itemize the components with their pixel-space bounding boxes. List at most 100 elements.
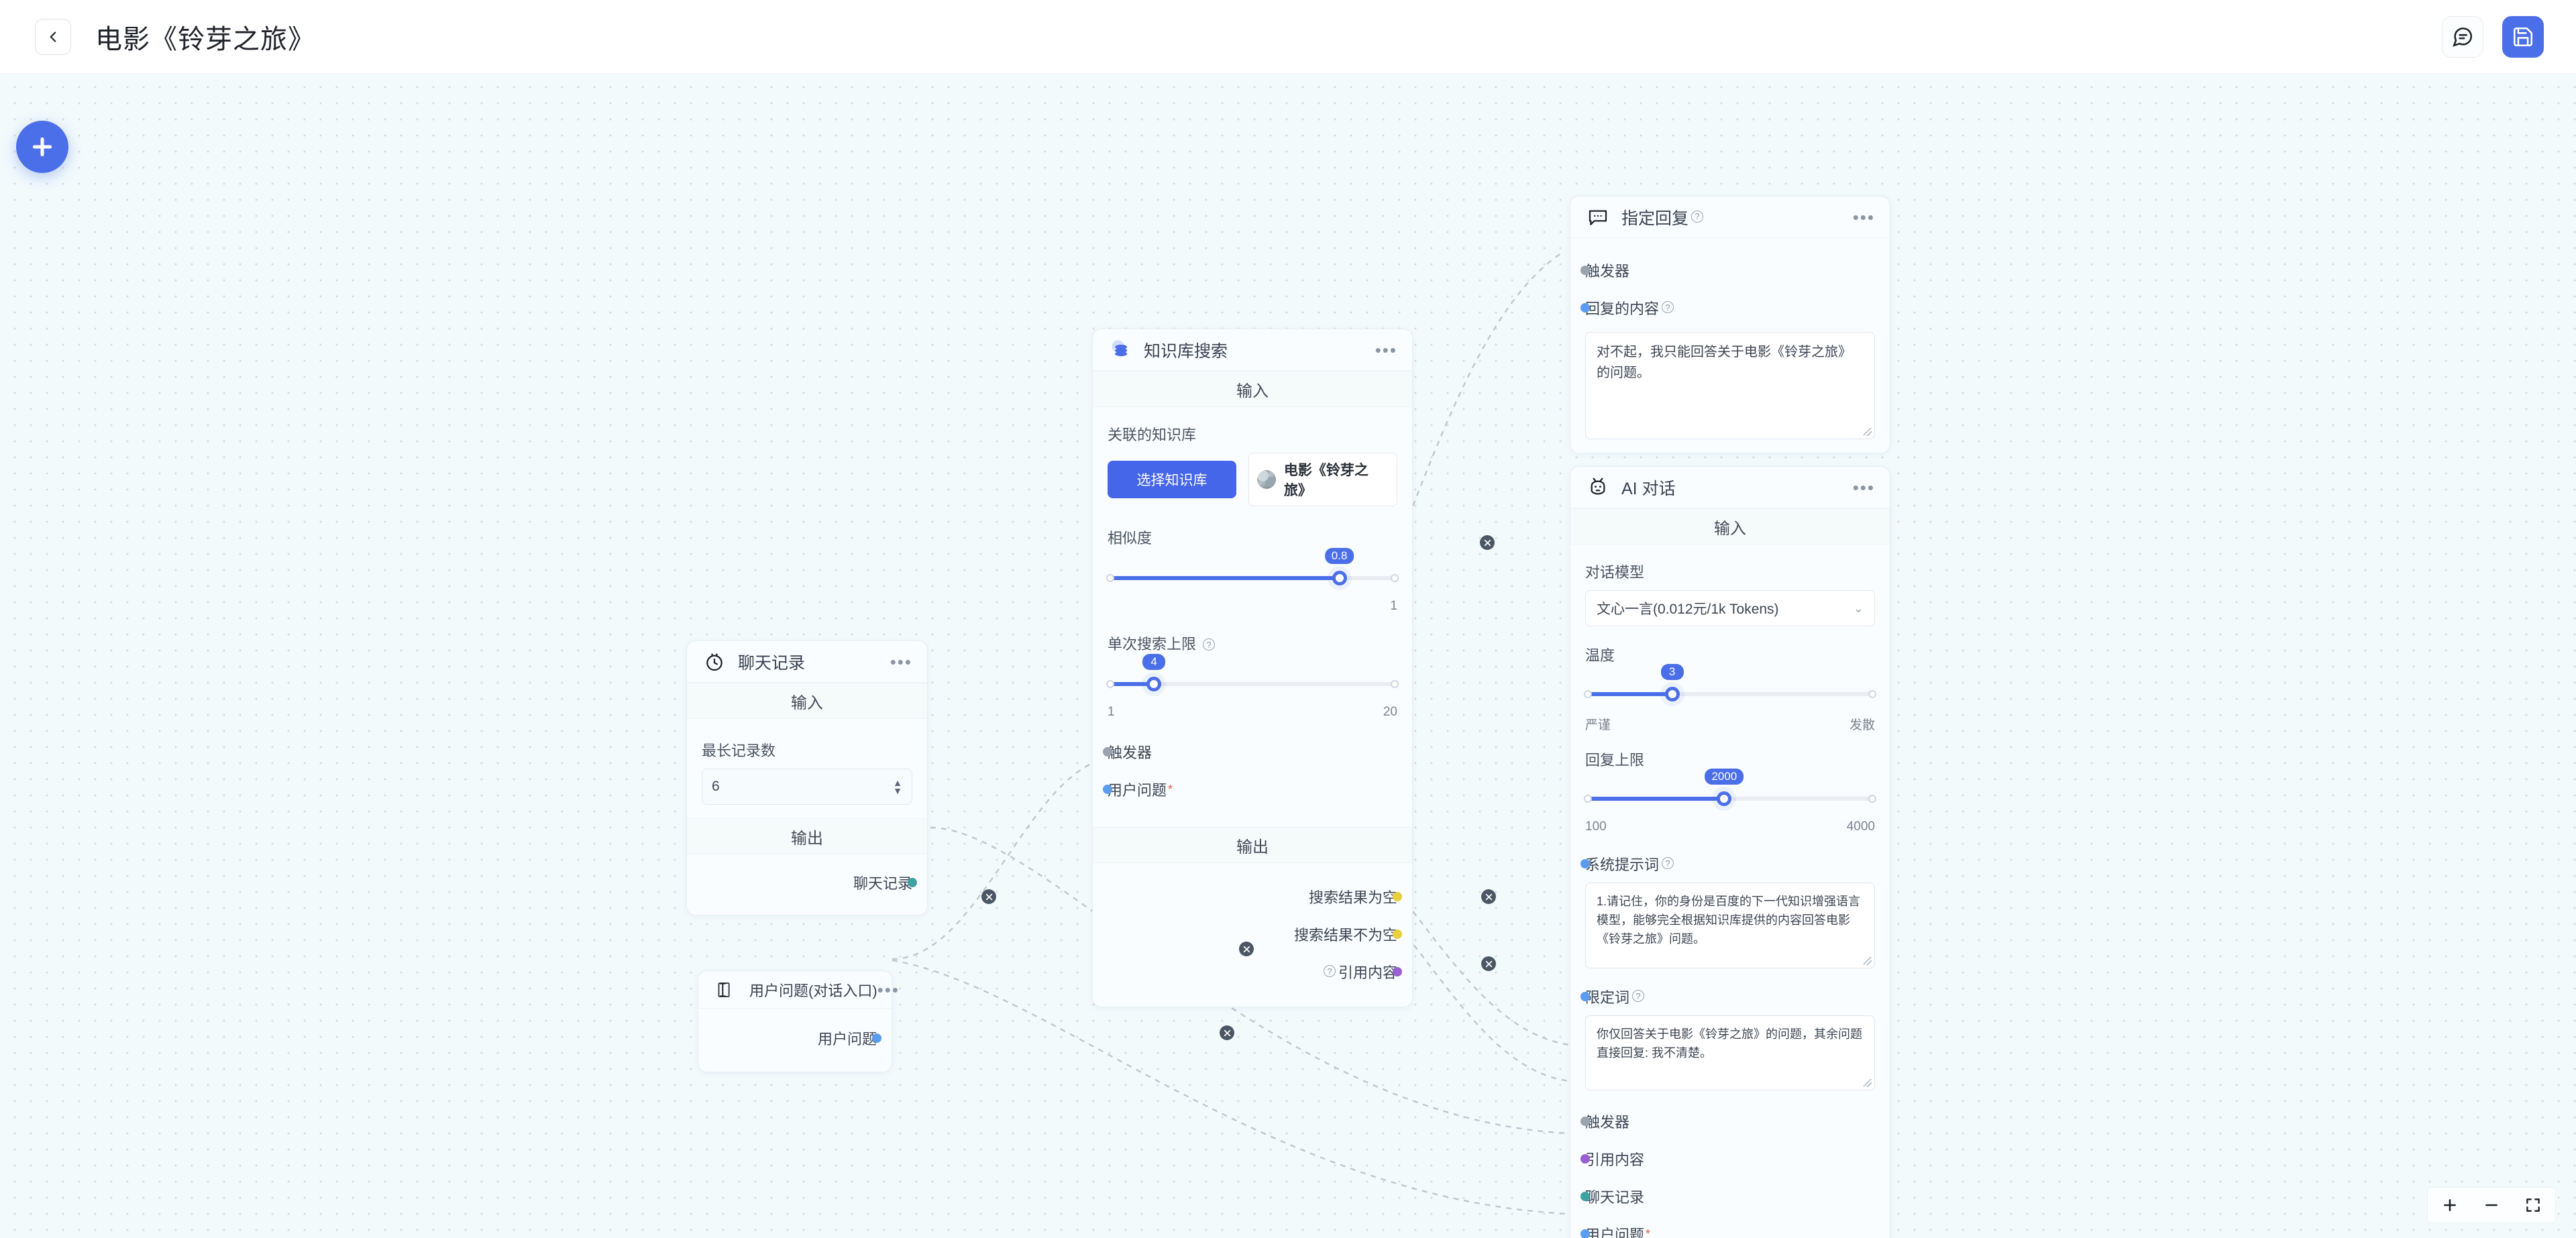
node-body: 关联的知识库 选择知识库 电影《铃芽之旅》 相似度 0.8 1 <box>1093 407 1412 827</box>
plus-icon <box>2444 1199 2456 1211</box>
port-trigger-in[interactable]: 触发器 <box>1103 738 1397 765</box>
port-label: 用户问题 <box>1585 1227 1645 1238</box>
edge-delete-button[interactable] <box>1481 956 1496 971</box>
slider-knob[interactable] <box>1146 677 1162 691</box>
max-records-stepper[interactable]: 6 ▲ ▼ <box>702 769 912 805</box>
port-dot[interactable] <box>1580 859 1590 868</box>
max-results-label-text: 单次搜索上限 <box>1108 636 1197 653</box>
port-quote-in[interactable]: 引用内容 <box>1580 1145 1875 1172</box>
port-chat-record-in[interactable]: 聊天记录 <box>1580 1183 1875 1210</box>
node-body: 对话模型 文心一言(0.012元/1k Tokens) ⌄ 温度 3 严谨 发散… <box>1570 545 1890 1238</box>
help-icon[interactable]: ? <box>1691 210 1704 223</box>
port-qualifier-in[interactable]: 限定词 ? <box>1580 983 1875 1010</box>
chat-bubble-icon <box>2453 27 2473 47</box>
slider-track[interactable] <box>1108 682 1397 686</box>
temperature-slider[interactable]: 3 <box>1584 664 1876 715</box>
node-outputs: 聊天记录 <box>687 854 927 915</box>
kb-chip[interactable]: 电影《铃芽之旅》 <box>1248 453 1397 506</box>
slider-track[interactable] <box>1585 692 1875 696</box>
edge-delete-button[interactable] <box>1480 535 1495 550</box>
node-menu-button[interactable]: ••• <box>1852 207 1875 227</box>
node-title: 知识库搜索 <box>1144 341 1228 361</box>
port-dot[interactable] <box>1103 785 1112 794</box>
chevron-down-icon[interactable]: ⌄ <box>1853 601 1864 615</box>
qualifier-textarea[interactable]: 你仅回答关于电影《铃芽之旅》的问题，其余问题直接回复: 我不清楚。 <box>1585 1015 1875 1090</box>
port-dot[interactable] <box>872 1033 881 1043</box>
reply-content-textarea[interactable]: 对不起，我只能回答关于电影《铃芽之旅》的问题。 <box>1585 332 1875 439</box>
stepper-down-icon[interactable]: ▼ <box>893 785 902 796</box>
node-ai-chat[interactable]: AI 对话 ••• 输入 对话模型 文心一言(0.012元/1k Tokens)… <box>1570 466 1890 1238</box>
node-outputs: 用户问题 <box>698 1009 892 1072</box>
text-cursor-icon <box>713 977 739 1003</box>
slider-knob[interactable] <box>1664 687 1680 701</box>
slider-knob[interactable] <box>1332 571 1347 585</box>
port-dot[interactable] <box>1580 266 1590 275</box>
port-user-question-in[interactable]: 用户问题* <box>1103 776 1397 803</box>
port-reply-content-in[interactable]: 回复的内容 ? <box>1580 294 1875 321</box>
close-icon <box>1243 946 1250 952</box>
similarity-slider[interactable]: 0.8 <box>1106 548 1399 599</box>
reply-limit-slider[interactable]: 2000 <box>1584 769 1876 820</box>
slider-knob[interactable] <box>1717 791 1732 806</box>
add-node-button[interactable] <box>16 121 68 173</box>
port-label: 触发器 <box>1585 263 1630 280</box>
port-user-question-in[interactable]: 用户问题* <box>1580 1221 1875 1238</box>
node-menu-button[interactable]: ••• <box>890 651 912 672</box>
port-dot[interactable] <box>1393 967 1402 976</box>
port-quote-out[interactable]: ? 引用内容 <box>1108 958 1402 985</box>
fit-screen-button[interactable] <box>2522 1194 2544 1217</box>
port-search-not-empty-out[interactable]: 搜索结果不为空 <box>1108 921 1402 948</box>
edge-delete-button[interactable] <box>981 889 996 904</box>
kb-avatar <box>1256 470 1276 489</box>
edge-delete-button[interactable] <box>1220 1025 1234 1040</box>
node-menu-button[interactable]: ••• <box>1375 339 1397 360</box>
node-user-question[interactable]: 用户问题(对话入口) ••• 用户问题 <box>698 970 898 1072</box>
stepper-arrows[interactable]: ▲ ▼ <box>893 777 902 796</box>
port-dot[interactable] <box>1580 1154 1590 1164</box>
port-dot[interactable] <box>1580 1229 1590 1238</box>
port-system-prompt-in[interactable]: 系统提示词 ? <box>1580 850 1875 877</box>
node-menu-button[interactable]: ••• <box>877 979 900 1000</box>
model-select[interactable]: 文心一言(0.012元/1k Tokens) ⌄ <box>1585 590 1875 626</box>
node-title: 用户问题(对话入口) <box>749 982 877 999</box>
port-dot[interactable] <box>1393 930 1402 939</box>
stepper-up-icon[interactable]: ▲ <box>893 777 902 788</box>
port-user-question-out[interactable]: 用户问题 <box>713 1025 881 1052</box>
back-button[interactable] <box>35 18 71 55</box>
help-icon[interactable]: ? <box>1632 990 1645 1002</box>
help-icon[interactable]: ? <box>1203 638 1216 651</box>
slider-cap-end <box>1868 690 1876 698</box>
edge-delete-button[interactable] <box>1481 889 1496 904</box>
port-dot[interactable] <box>908 878 917 887</box>
node-kb-search[interactable]: 知识库搜索 ••• 输入 关联的知识库 选择知识库 电影《铃芽之旅》 相似度 0… <box>1092 329 1413 1007</box>
port-label: 搜索结果为空 <box>1308 889 1397 906</box>
port-trigger-in[interactable]: 触发器 <box>1580 1108 1875 1135</box>
port-dot[interactable] <box>1580 303 1590 313</box>
edge-delete-button[interactable] <box>1239 942 1254 956</box>
port-dot[interactable] <box>1580 1192 1590 1201</box>
node-menu-button[interactable]: ••• <box>1852 477 1875 498</box>
zoom-in-button[interactable] <box>2438 1194 2461 1217</box>
node-fixed-reply[interactable]: 指定回复 ? ••• 触发器 回复的内容 ? 对不起，我只能回答关于电影《铃芽之… <box>1570 196 1890 453</box>
save-button[interactable] <box>2502 15 2544 58</box>
port-dot[interactable] <box>1580 992 1590 1001</box>
zoom-out-button[interactable] <box>2480 1194 2503 1217</box>
port-dot[interactable] <box>1393 892 1402 901</box>
port-search-empty-out[interactable]: 搜索结果为空 <box>1108 883 1402 910</box>
port-chat-record-out[interactable]: 聊天记录 <box>702 869 917 896</box>
help-icon[interactable]: ? <box>1662 857 1674 869</box>
zoom-controls[interactable] <box>2427 1187 2556 1223</box>
select-kb-button[interactable]: 选择知识库 <box>1108 461 1236 498</box>
help-icon[interactable]: ? <box>1662 301 1674 313</box>
help-icon[interactable]: ? <box>1323 965 1336 977</box>
port-dot[interactable] <box>1103 747 1112 756</box>
system-prompt-textarea[interactable]: 1.请记住，你的身份是百度的下一代知识增强语言模型，能够完全根据知识库提供的内容… <box>1585 883 1875 968</box>
max-results-slider[interactable]: 4 <box>1106 654 1399 705</box>
port-dot[interactable] <box>1580 1117 1590 1126</box>
flow-canvas[interactable]: 聊天记录 ••• 输入 最长记录数 6 ▲ ▼ 输出 聊天记录 <box>0 74 2576 1238</box>
chat-button[interactable] <box>2442 15 2483 58</box>
slider-track[interactable] <box>1108 576 1397 580</box>
clock-history-icon <box>702 649 727 675</box>
node-chat-record[interactable]: 聊天记录 ••• 输入 最长记录数 6 ▲ ▼ 输出 聊天记录 <box>686 640 928 915</box>
port-trigger-in[interactable]: 触发器 <box>1580 257 1875 284</box>
